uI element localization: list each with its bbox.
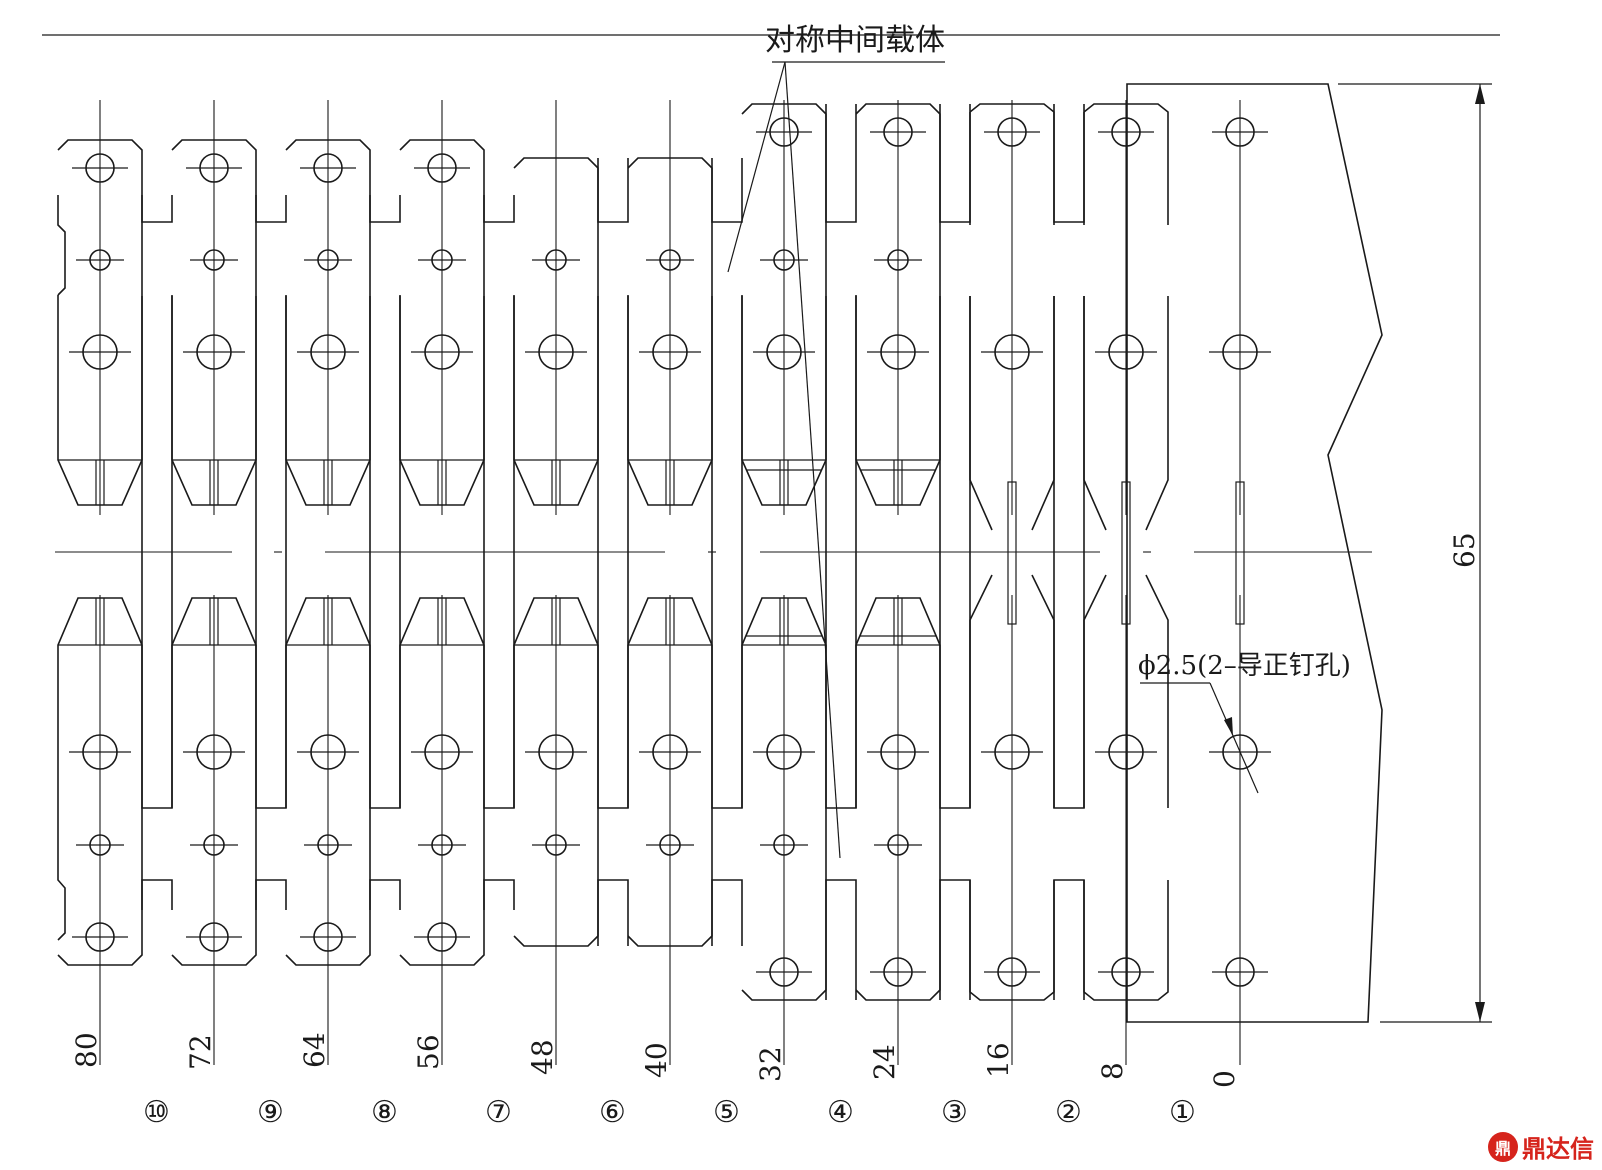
notch-bottom — [141, 879, 173, 910]
position-labels: 80 72 64 56 48 40 32 24 16 8 0 — [70, 1032, 1241, 1088]
notch-top — [825, 104, 857, 223]
strip-left-edge — [57, 195, 66, 941]
notch-bottom — [597, 879, 629, 946]
position-label-40: 40 — [640, 1042, 673, 1078]
raw-strip-outline — [1126, 83, 1383, 1023]
notch-bottom — [483, 879, 515, 910]
upper-terminal — [741, 103, 827, 506]
position-label-72: 72 — [184, 1034, 217, 1070]
notch-top — [483, 195, 515, 223]
carrier-notch — [255, 195, 287, 910]
width-dimension — [1338, 83, 1492, 1023]
center-lines — [99, 100, 1241, 1065]
station-2: ② — [1055, 1095, 1082, 1130]
position-label-24: 24 — [868, 1044, 901, 1080]
station-8: ⑧ — [371, 1095, 398, 1130]
upper-terminal — [513, 157, 599, 506]
notch-top — [597, 158, 629, 223]
notch-bottom — [1053, 879, 1085, 1000]
station-9: ⑨ — [257, 1095, 284, 1130]
width-dimension-value: 65 — [1448, 532, 1481, 568]
pilot-hole-label: ϕ2.5(2–导正钉孔) — [1138, 651, 1351, 681]
gap-between-terminals — [711, 296, 743, 809]
position-label-56: 56 — [412, 1034, 445, 1070]
notch-top — [255, 195, 287, 223]
upper-terminal — [399, 139, 485, 506]
station-1: ① — [1169, 1095, 1196, 1130]
notch-top — [141, 195, 173, 223]
logo-mark-icon: 鼎 — [1488, 1131, 1518, 1162]
upper-terminal — [57, 139, 143, 506]
gap-between-terminals — [255, 296, 287, 809]
notch-bottom — [255, 879, 287, 910]
station-labels: ⑩ ⑨ ⑧ ⑦ ⑥ ⑤ ④ ③ ② ① — [143, 1095, 1196, 1130]
notch-top — [711, 158, 743, 223]
notch-bottom — [939, 879, 971, 1000]
notch-bottom — [711, 879, 743, 946]
notch-top — [369, 195, 401, 223]
notch-top — [1053, 104, 1085, 223]
position-label-80: 80 — [70, 1032, 103, 1068]
station-4: ④ — [827, 1095, 854, 1130]
notch-bottom — [825, 879, 857, 1000]
notch-bottom — [369, 879, 401, 910]
upper-terminal — [285, 139, 371, 506]
upper-terminal — [855, 103, 941, 506]
position-label-64: 64 — [298, 1032, 331, 1068]
position-label-16: 16 — [982, 1042, 1015, 1078]
upper-terminal — [627, 157, 713, 506]
station-7: ⑦ — [485, 1095, 512, 1130]
station-10: ⑩ — [143, 1095, 170, 1130]
station-6: ⑥ — [599, 1095, 626, 1130]
carrier-notch — [711, 158, 743, 946]
watermark-logo: 鼎 鼎达信 — [1488, 1129, 1594, 1164]
position-label-48: 48 — [526, 1039, 559, 1075]
station-5: ⑤ — [713, 1095, 740, 1130]
pilot-hole-leader — [1140, 682, 1259, 794]
station-3: ③ — [941, 1095, 968, 1130]
upper-terminal — [171, 139, 257, 506]
logo-text: 鼎达信 — [1522, 1135, 1594, 1163]
carrier-label: 对称中间载体 — [765, 23, 945, 58]
position-label-32: 32 — [754, 1046, 787, 1082]
position-label-8: 8 — [1096, 1062, 1129, 1080]
notch-top — [939, 104, 971, 223]
position-label-0: 0 — [1208, 1070, 1241, 1088]
